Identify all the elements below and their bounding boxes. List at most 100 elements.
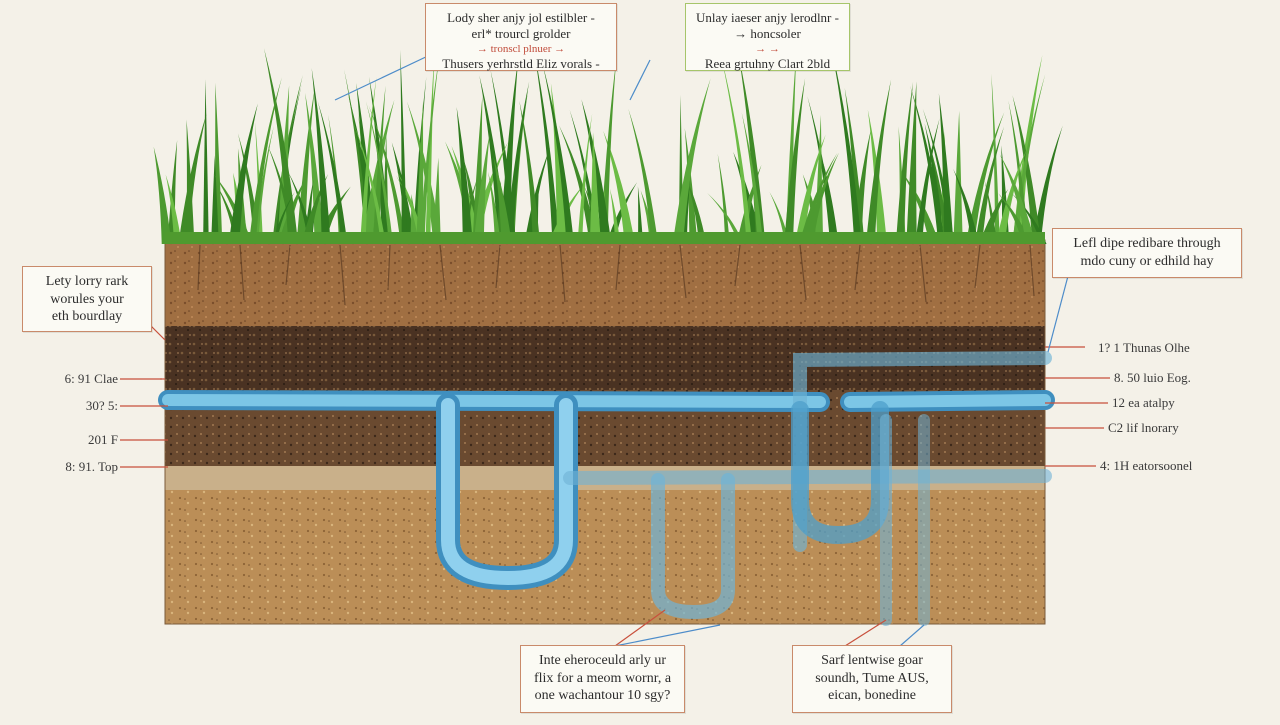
grass-blade	[186, 119, 195, 244]
callout-text: mdo cuny or edhild hay	[1080, 253, 1214, 269]
grass-blade	[542, 64, 574, 244]
grass-blade	[953, 110, 963, 244]
grass-blade	[895, 81, 914, 244]
grass-blade	[493, 156, 512, 244]
depth-label-right: C2 lif lnorary	[1108, 420, 1179, 435]
grass-blade	[910, 85, 945, 244]
callout-text: Lety lorry rark	[45, 274, 129, 289]
grass-blade	[1012, 95, 1041, 244]
grass-blade	[999, 154, 1036, 244]
grass-blade	[344, 69, 370, 244]
callout-text: erl* trourcl grolder	[471, 26, 571, 42]
grass-blade	[203, 78, 209, 245]
callout-text: worules your	[50, 291, 124, 307]
grass-blade	[794, 134, 826, 244]
depth-label-left: 30? 5:	[85, 398, 118, 413]
grass-blade	[499, 58, 519, 244]
depth-label-right: 4: 1H eatorsoonel	[1100, 458, 1193, 473]
grass-blade	[637, 186, 644, 244]
grass-blade	[416, 101, 424, 244]
grass-blade	[979, 188, 1009, 244]
grass-blade	[906, 81, 917, 245]
grass-clump-icon	[153, 45, 1063, 245]
grass-blade	[984, 180, 998, 244]
callout-text: Lody sher anjy jol estilbler -	[447, 10, 595, 25]
grass-blade	[830, 45, 862, 245]
grass-blade	[609, 188, 621, 244]
grass-blade	[473, 133, 490, 244]
grass-blade	[899, 168, 940, 244]
grass-blade	[628, 108, 659, 244]
callout-bottom-right: Sarf lentwise goar soundh, Tume AUS, eic…	[792, 645, 952, 713]
callout-arrow-row: → tronscl plnuer →	[476, 42, 566, 55]
grass-blade	[785, 49, 797, 244]
grass-blade	[400, 49, 407, 244]
grass-blade	[603, 130, 635, 244]
leader-lines	[120, 54, 1110, 647]
grass-blade	[685, 176, 707, 244]
callout-right: Lefl dipe redibare through mdo cuny or e…	[1052, 228, 1242, 278]
grass-blade	[799, 152, 838, 244]
callout-text: eican, bonedine	[828, 688, 916, 703]
depth-label-left: 6: 91 Clae	[64, 371, 118, 386]
grass-blade	[272, 191, 295, 244]
grass-blade	[1032, 125, 1063, 244]
callout-text: Thusers yerhrstld Eliz vorals -	[442, 56, 600, 72]
grass-blade	[352, 121, 386, 244]
callout-bottom-left: Inte eheroceuld arly ur flix for a meom …	[520, 645, 685, 713]
grass-blade	[865, 79, 892, 244]
grass-blade	[228, 103, 258, 244]
callout-text: Reea grtuhny Clart 2bld	[704, 56, 831, 72]
grass-blade	[996, 148, 1028, 244]
grass-blade	[365, 101, 393, 244]
callout-top-right: Unlay iaeser anjy lerodlnr - → honcsoler…	[685, 3, 850, 71]
grass-blade	[741, 112, 764, 244]
callout-text: Inte eheroceuld arly ur	[538, 653, 667, 668]
grass-blade	[253, 125, 274, 244]
right-u-trap-pipe	[791, 401, 889, 545]
topsoil-layer	[165, 240, 1045, 328]
grass-blade	[153, 146, 172, 244]
grass-blade	[589, 132, 601, 244]
grass-blade	[804, 152, 839, 244]
callout-arrow-row: → →	[755, 42, 780, 55]
depth-label-left: 8: 91. Top	[65, 459, 118, 474]
grass-blade	[213, 173, 253, 244]
grass-blade	[998, 193, 1031, 244]
grass-blade	[165, 174, 182, 244]
subsoil-layer	[165, 490, 1045, 624]
grass-blade	[248, 77, 282, 245]
grass-blade	[178, 113, 207, 244]
grass-blade	[368, 105, 407, 244]
grass-blade	[672, 78, 711, 244]
callout-text: soundh, Tume AUS,	[815, 670, 929, 686]
grass-blade	[419, 51, 440, 245]
callout-top-left: Lody sher anjy jol estilbler - erl* trou…	[425, 3, 617, 71]
grass-roots	[197, 244, 1035, 306]
grass-blade	[684, 128, 698, 244]
grass-blade	[211, 155, 219, 244]
grass-blade	[717, 153, 730, 244]
callout-text: → honcsoler	[734, 26, 801, 42]
callout-text: Lefl dipe redibare through	[1073, 236, 1221, 251]
grass-blade	[558, 125, 598, 244]
grass-blade	[456, 107, 473, 244]
drainage-pipes	[158, 351, 1055, 626]
grass-blade	[915, 118, 940, 244]
grass-blade	[360, 76, 377, 245]
grass-blade	[733, 151, 762, 244]
grass-blade	[488, 171, 501, 244]
grass-blade	[317, 100, 348, 244]
depth-label-right: 8. 50 luio Eog.	[1114, 370, 1191, 385]
grass-blade	[769, 191, 790, 244]
grass-blade	[823, 162, 839, 244]
grass-blade	[534, 50, 560, 244]
grass-blade	[548, 182, 586, 244]
grass-blade	[407, 101, 442, 244]
grass-blade	[425, 51, 435, 244]
callout-text: flix for a meom wornr, a	[533, 670, 672, 686]
depth-label-left: 201 F	[88, 432, 118, 447]
grass-blade	[1010, 191, 1047, 244]
